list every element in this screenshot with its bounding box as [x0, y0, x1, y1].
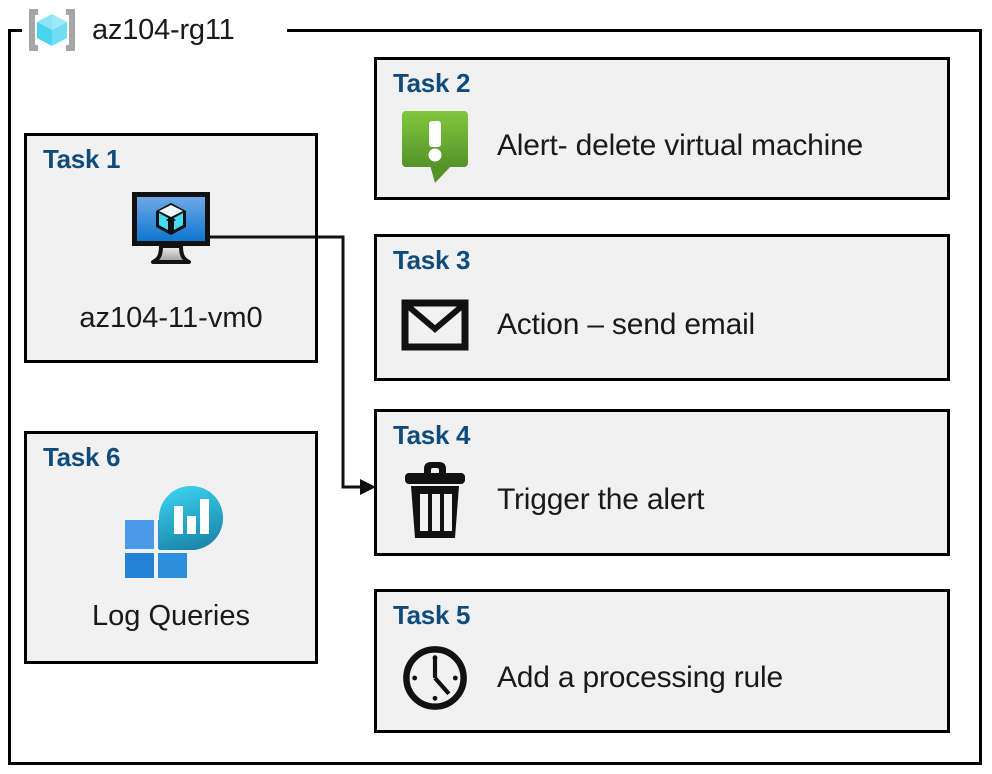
task-3-card[interactable]: Task 3 Action – send email: [374, 234, 950, 381]
resource-group-icon: [22, 6, 82, 54]
task-6-caption: Log Queries: [92, 600, 250, 632]
trash-bin-icon: [399, 455, 471, 545]
task-4-body: Trigger the alert: [399, 452, 937, 547]
virtual-machine-icon: [123, 180, 219, 278]
task-2-body: Alert- delete virtual machine: [399, 100, 937, 191]
task-6-card[interactable]: Task 6: [24, 431, 318, 664]
clock-icon: [399, 639, 471, 717]
resource-group-frame: [8, 29, 982, 765]
task-5-title: Task 5: [393, 600, 471, 630]
task-1-body: az104-11-vm0: [27, 180, 315, 360]
log-analytics-icon: [117, 478, 225, 578]
task-2-title: Task 2: [393, 68, 471, 98]
task-3-title: Task 3: [393, 245, 471, 275]
task-1-title: Task 1: [43, 144, 121, 174]
task-5-card[interactable]: Task 5 Add a processing rule: [374, 589, 950, 733]
task-5-body: Add a processing rule: [399, 632, 937, 724]
resource-group-header: az104-rg11: [22, 6, 235, 54]
task-1-card[interactable]: Task 1: [24, 133, 318, 363]
task-1-caption: az104-11-vm0: [79, 302, 263, 334]
task-4-label: Trigger the alert: [497, 482, 705, 516]
task-4-card[interactable]: Task 4 Trigger the alert: [374, 409, 950, 556]
alert-exclamation-icon: [399, 107, 471, 185]
resource-group-label: az104-rg11: [92, 13, 235, 46]
task-5-label: Add a processing rule: [497, 661, 783, 694]
task-3-body: Action – send email: [399, 277, 937, 372]
task-4-title: Task 4: [393, 420, 471, 450]
task-2-card[interactable]: Task 2 Alert- delete virtual machin: [374, 57, 950, 200]
task-6-title: Task 6: [43, 442, 121, 472]
task-2-label: Alert- delete virtual machine: [497, 128, 864, 162]
task-3-label: Action – send email: [497, 307, 756, 341]
task-6-body: Log Queries: [27, 478, 315, 661]
envelope-icon: [399, 293, 471, 357]
